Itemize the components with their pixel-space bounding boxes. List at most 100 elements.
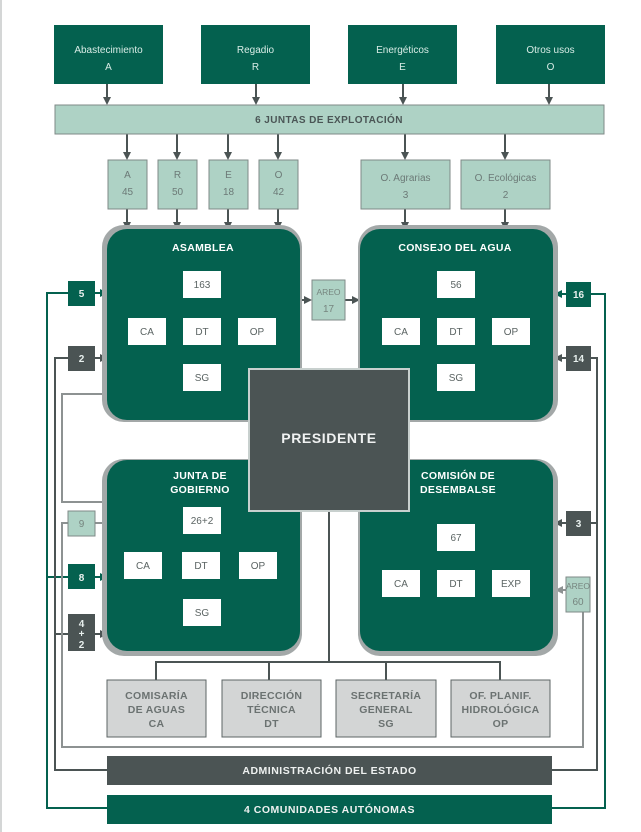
dept-line3: SG bbox=[378, 718, 394, 730]
source-abastecimiento[interactable]: Abastecimiento A bbox=[54, 25, 163, 84]
unit-box bbox=[437, 318, 475, 345]
dept-line3: CA bbox=[149, 718, 165, 730]
junta-title-line1: JUNTA DE bbox=[173, 470, 227, 482]
badge-asamblea-ccaa[interactable]: 5 bbox=[68, 281, 95, 306]
comision-title-line2: DESEMBALSE bbox=[420, 484, 496, 496]
comision-total: 67 bbox=[450, 533, 462, 544]
unit-sg: SG bbox=[449, 373, 464, 384]
org-name: O. Ecológicas bbox=[475, 173, 537, 184]
junta-total-box bbox=[183, 507, 221, 534]
source-name: Energéticos bbox=[376, 45, 429, 56]
consejo-total: 56 bbox=[450, 280, 462, 291]
unit-op: OP bbox=[250, 327, 265, 338]
org-agrarias[interactable]: O. Agrarias 3 bbox=[360, 159, 451, 210]
unit-dt: DT bbox=[195, 327, 208, 338]
dept-line1: COMISARÍA bbox=[125, 689, 188, 702]
source-energeticos[interactable]: Energéticos E bbox=[348, 25, 457, 84]
org-name: O. Agrarias bbox=[380, 173, 430, 184]
dept-of-planif-hidrologica[interactable]: OF. PLANIF. HIDROLÓGICA OP bbox=[450, 679, 551, 738]
badge-consejo-estado[interactable]: 14 bbox=[566, 346, 591, 371]
dept-line1: SECRETARÍA bbox=[351, 689, 422, 702]
org-ecologicas[interactable]: O. Ecológicas 2 bbox=[460, 159, 551, 210]
unit-op: OP bbox=[251, 561, 266, 572]
source-code: R bbox=[252, 62, 259, 73]
group-code: R bbox=[174, 170, 181, 181]
admin-bar-label: ADMINISTRACIÓN DEL ESTADO bbox=[242, 764, 416, 777]
unit-ca: CA bbox=[136, 561, 150, 572]
unit-exp: EXP bbox=[501, 579, 521, 590]
badge-asamblea-estado[interactable]: 2 bbox=[68, 346, 95, 371]
group-code: A bbox=[124, 170, 131, 181]
comision-desembalse-block[interactable]: COMISIÓN DE DESEMBALSE 67 CA DT EXP bbox=[358, 459, 558, 656]
areo-right-box[interactable]: AREO 60 bbox=[565, 576, 591, 613]
internal-staff-line bbox=[61, 522, 584, 748]
unit-box bbox=[238, 318, 276, 345]
juntas-explotacion-bar[interactable]: 6 JUNTAS DE EXPLOTACIÓN bbox=[54, 104, 605, 135]
badge-value: 16 bbox=[573, 290, 585, 301]
badge-value-bottom: 2 bbox=[79, 640, 85, 651]
source-regadio[interactable]: Regadio R bbox=[201, 25, 310, 84]
unit-sg: SG bbox=[195, 608, 210, 619]
dept-secretaria-general[interactable]: SECRETARÍA GENERAL SG bbox=[335, 679, 437, 738]
unit-box bbox=[437, 570, 475, 597]
group-count: 18 bbox=[223, 187, 235, 198]
badge-value: 8 bbox=[79, 573, 85, 584]
badge-value: 2 bbox=[79, 354, 85, 365]
dept-line1: DIRECCIÓN bbox=[241, 689, 303, 702]
presidente-label: PRESIDENTE bbox=[281, 430, 376, 446]
ccaa-bar-label: 4 COMUNIDADES AUTÓNOMAS bbox=[244, 803, 415, 816]
group-count: 50 bbox=[172, 187, 184, 198]
dept-line2: HIDROLÓGICA bbox=[462, 703, 540, 716]
source-name: Otros usos bbox=[526, 45, 574, 56]
page-border bbox=[0, 0, 2, 832]
dept-line2: DE AGUAS bbox=[128, 704, 185, 716]
asamblea-title: ASAMBLEA bbox=[172, 242, 234, 254]
badge-junta-estado[interactable]: 4 + 2 bbox=[68, 614, 95, 651]
badge-junta-loop[interactable]: 9 bbox=[67, 510, 96, 537]
dept-direccion-tecnica[interactable]: DIRECCIÓN TÉCNICA DT bbox=[221, 679, 322, 738]
badge-comision-estado[interactable]: 3 bbox=[566, 511, 591, 536]
dept-line2: GENERAL bbox=[359, 704, 413, 716]
unit-box bbox=[124, 552, 162, 579]
group-o[interactable]: O 42 bbox=[258, 159, 299, 210]
badge-value: 9 bbox=[79, 519, 85, 530]
badge-junta-ccaa[interactable]: 8 bbox=[68, 564, 95, 589]
departments: COMISARÍA DE AGUAS CA DIRECCIÓN TÉCNICA … bbox=[106, 679, 551, 738]
areo-top-box[interactable]: AREO 17 bbox=[311, 279, 346, 321]
unit-dt: DT bbox=[449, 579, 462, 590]
departments-bus-line bbox=[155, 661, 501, 680]
unit-box bbox=[239, 552, 277, 579]
source-otros-usos[interactable]: Otros usos O bbox=[496, 25, 605, 84]
unit-box bbox=[382, 318, 420, 345]
group-a[interactable]: A 45 bbox=[107, 159, 148, 210]
dept-line3: DT bbox=[264, 718, 279, 730]
unit-op: OP bbox=[504, 327, 519, 338]
comision-title-line1: COMISIÓN DE bbox=[421, 469, 495, 482]
group-code: O bbox=[275, 170, 283, 181]
ccaa-line-left bbox=[46, 292, 108, 809]
unit-box bbox=[492, 318, 530, 345]
dept-comisaria-aguas[interactable]: COMISARÍA DE AGUAS CA bbox=[106, 679, 207, 738]
badge-consejo-ccaa[interactable]: 16 bbox=[566, 282, 591, 307]
areo-label: AREO bbox=[566, 581, 590, 591]
group-e[interactable]: E 18 bbox=[208, 159, 249, 210]
areo-count: 60 bbox=[572, 597, 584, 608]
estado-line-left bbox=[54, 357, 108, 771]
unit-box bbox=[183, 599, 221, 626]
org-count: 2 bbox=[503, 190, 509, 201]
user-groups: A 45 R 50 E 18 O 42 O. Agrarias 3 O. Eco… bbox=[107, 159, 551, 210]
areo-label: AREO bbox=[316, 287, 340, 297]
source-code: O bbox=[547, 62, 555, 73]
unit-box bbox=[437, 364, 475, 391]
unit-dt: DT bbox=[449, 327, 462, 338]
presidente-box[interactable]: PRESIDENTE bbox=[248, 368, 410, 512]
administracion-estado-bar[interactable]: ADMINISTRACIÓN DEL ESTADO bbox=[107, 756, 552, 785]
comunidades-autonomas-bar[interactable]: 4 COMUNIDADES AUTÓNOMAS bbox=[107, 795, 552, 824]
comision-total-box bbox=[437, 524, 475, 551]
dept-line1: OF. PLANIF. bbox=[469, 690, 531, 702]
source-code: E bbox=[399, 62, 406, 73]
group-r[interactable]: R 50 bbox=[157, 159, 198, 210]
unit-dt: DT bbox=[194, 561, 207, 572]
junta-total: 26+2 bbox=[191, 516, 214, 527]
connector-lines bbox=[46, 84, 606, 809]
